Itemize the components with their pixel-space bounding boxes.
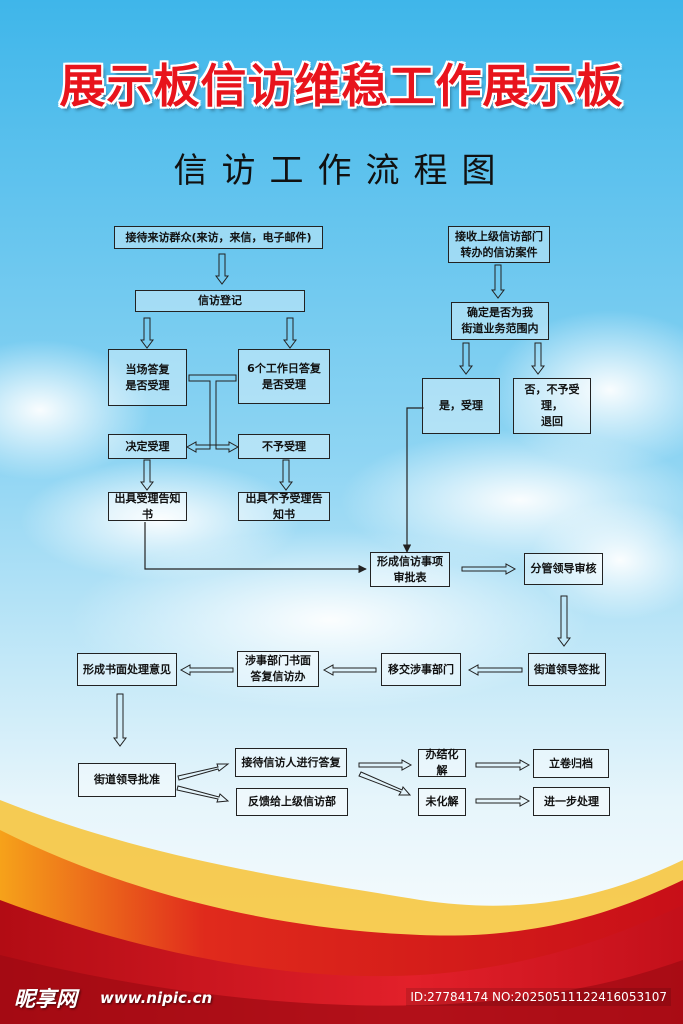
page-subtitle: 信访工作流程图 — [173, 151, 510, 191]
line-notice-to-approval — [144, 522, 367, 574]
node-register: 信访登记 — [135, 290, 305, 312]
node-written-opinion: 形成书面处理意见 — [77, 653, 177, 686]
node-decide-accept: 决定受理 — [108, 434, 187, 459]
node-not-accept: 不予受理 — [238, 434, 330, 459]
arrow-dept-to-opinion — [179, 664, 234, 676]
arrow-resolved-to-archive — [475, 759, 531, 771]
arrow-review-to-sign — [557, 595, 571, 647]
node-onsite-reply: 当场答复 是否受理 — [108, 349, 187, 406]
arrow-t-right — [215, 441, 240, 453]
arrow-transfer-to-dept — [322, 664, 377, 676]
arrow-t-left — [185, 441, 211, 453]
node-further: 进一步处理 — [533, 787, 610, 816]
node-archive: 立卷归档 — [533, 749, 609, 778]
node-leader-review: 分管领导审核 — [524, 553, 603, 585]
node-six-day-reply: 6个工作日答复 是否受理 — [238, 349, 330, 404]
arrow-register-to-onsite — [140, 317, 154, 349]
arrow-opinion-to-approve — [113, 693, 127, 747]
arrow-approve-to-reply — [177, 763, 230, 781]
arrow-confirm-to-no — [531, 342, 545, 375]
watermark-id: ID:27784174 NO:20250511122416053107 — [406, 988, 671, 1006]
node-dept-reply: 涉事部门书面 答复信访办 — [237, 651, 319, 687]
node-resolved: 办结化解 — [418, 748, 466, 777]
node-transfer-dept: 移交涉事部门 — [381, 653, 461, 686]
arrow-register-to-sixday — [283, 317, 297, 349]
arrow-sign-to-transfer — [467, 664, 523, 676]
line-yes-to-approval — [402, 407, 424, 553]
t-junction — [188, 374, 237, 446]
node-yes-accept: 是，受理 — [422, 378, 500, 434]
node-issue-reject-notice: 出具不予受理告知书 — [238, 492, 330, 521]
node-feedback-upper: 反馈给上级信访部 — [236, 788, 348, 816]
node-unresolved: 未化解 — [418, 788, 466, 816]
node-reply-visitor: 接待信访人进行答复 — [235, 748, 347, 777]
arrow-upper-to-confirm — [491, 264, 505, 299]
watermark-logo: 昵享网 — [14, 987, 77, 1011]
arrow-receive-to-register — [215, 253, 229, 285]
node-issue-accept-notice: 出具受理告知书 — [108, 492, 187, 521]
watermark-url: www.nipic.cn — [100, 989, 213, 1007]
arrow-reply-to-resolved — [358, 759, 413, 771]
arrow-reply-to-unresolved — [358, 771, 412, 796]
arrow-decide-to-notice — [140, 459, 154, 491]
node-no-return: 否，不予受理， 退回 — [513, 378, 591, 434]
node-street-sign: 街道领导签批 — [528, 653, 606, 686]
arrow-unresolved-to-further — [475, 795, 531, 807]
arrow-approval-to-review — [461, 563, 517, 575]
page-title: 展示板信访维稳工作展示板 — [59, 59, 624, 113]
arrow-confirm-to-yes — [459, 342, 473, 375]
node-approval-form: 形成信访事项 审批表 — [370, 552, 450, 587]
arrow-approve-to-feedback — [176, 785, 230, 803]
arrow-reject-to-notice — [279, 459, 293, 491]
node-receive-visitors: 接待来访群众(来访，来信，电子邮件) — [114, 226, 323, 249]
node-street-approve: 街道领导批准 — [78, 763, 176, 797]
node-confirm-scope: 确定是否为我 街道业务范围内 — [451, 302, 549, 340]
node-receive-upper: 接收上级信访部门 转办的信访案件 — [448, 226, 550, 263]
